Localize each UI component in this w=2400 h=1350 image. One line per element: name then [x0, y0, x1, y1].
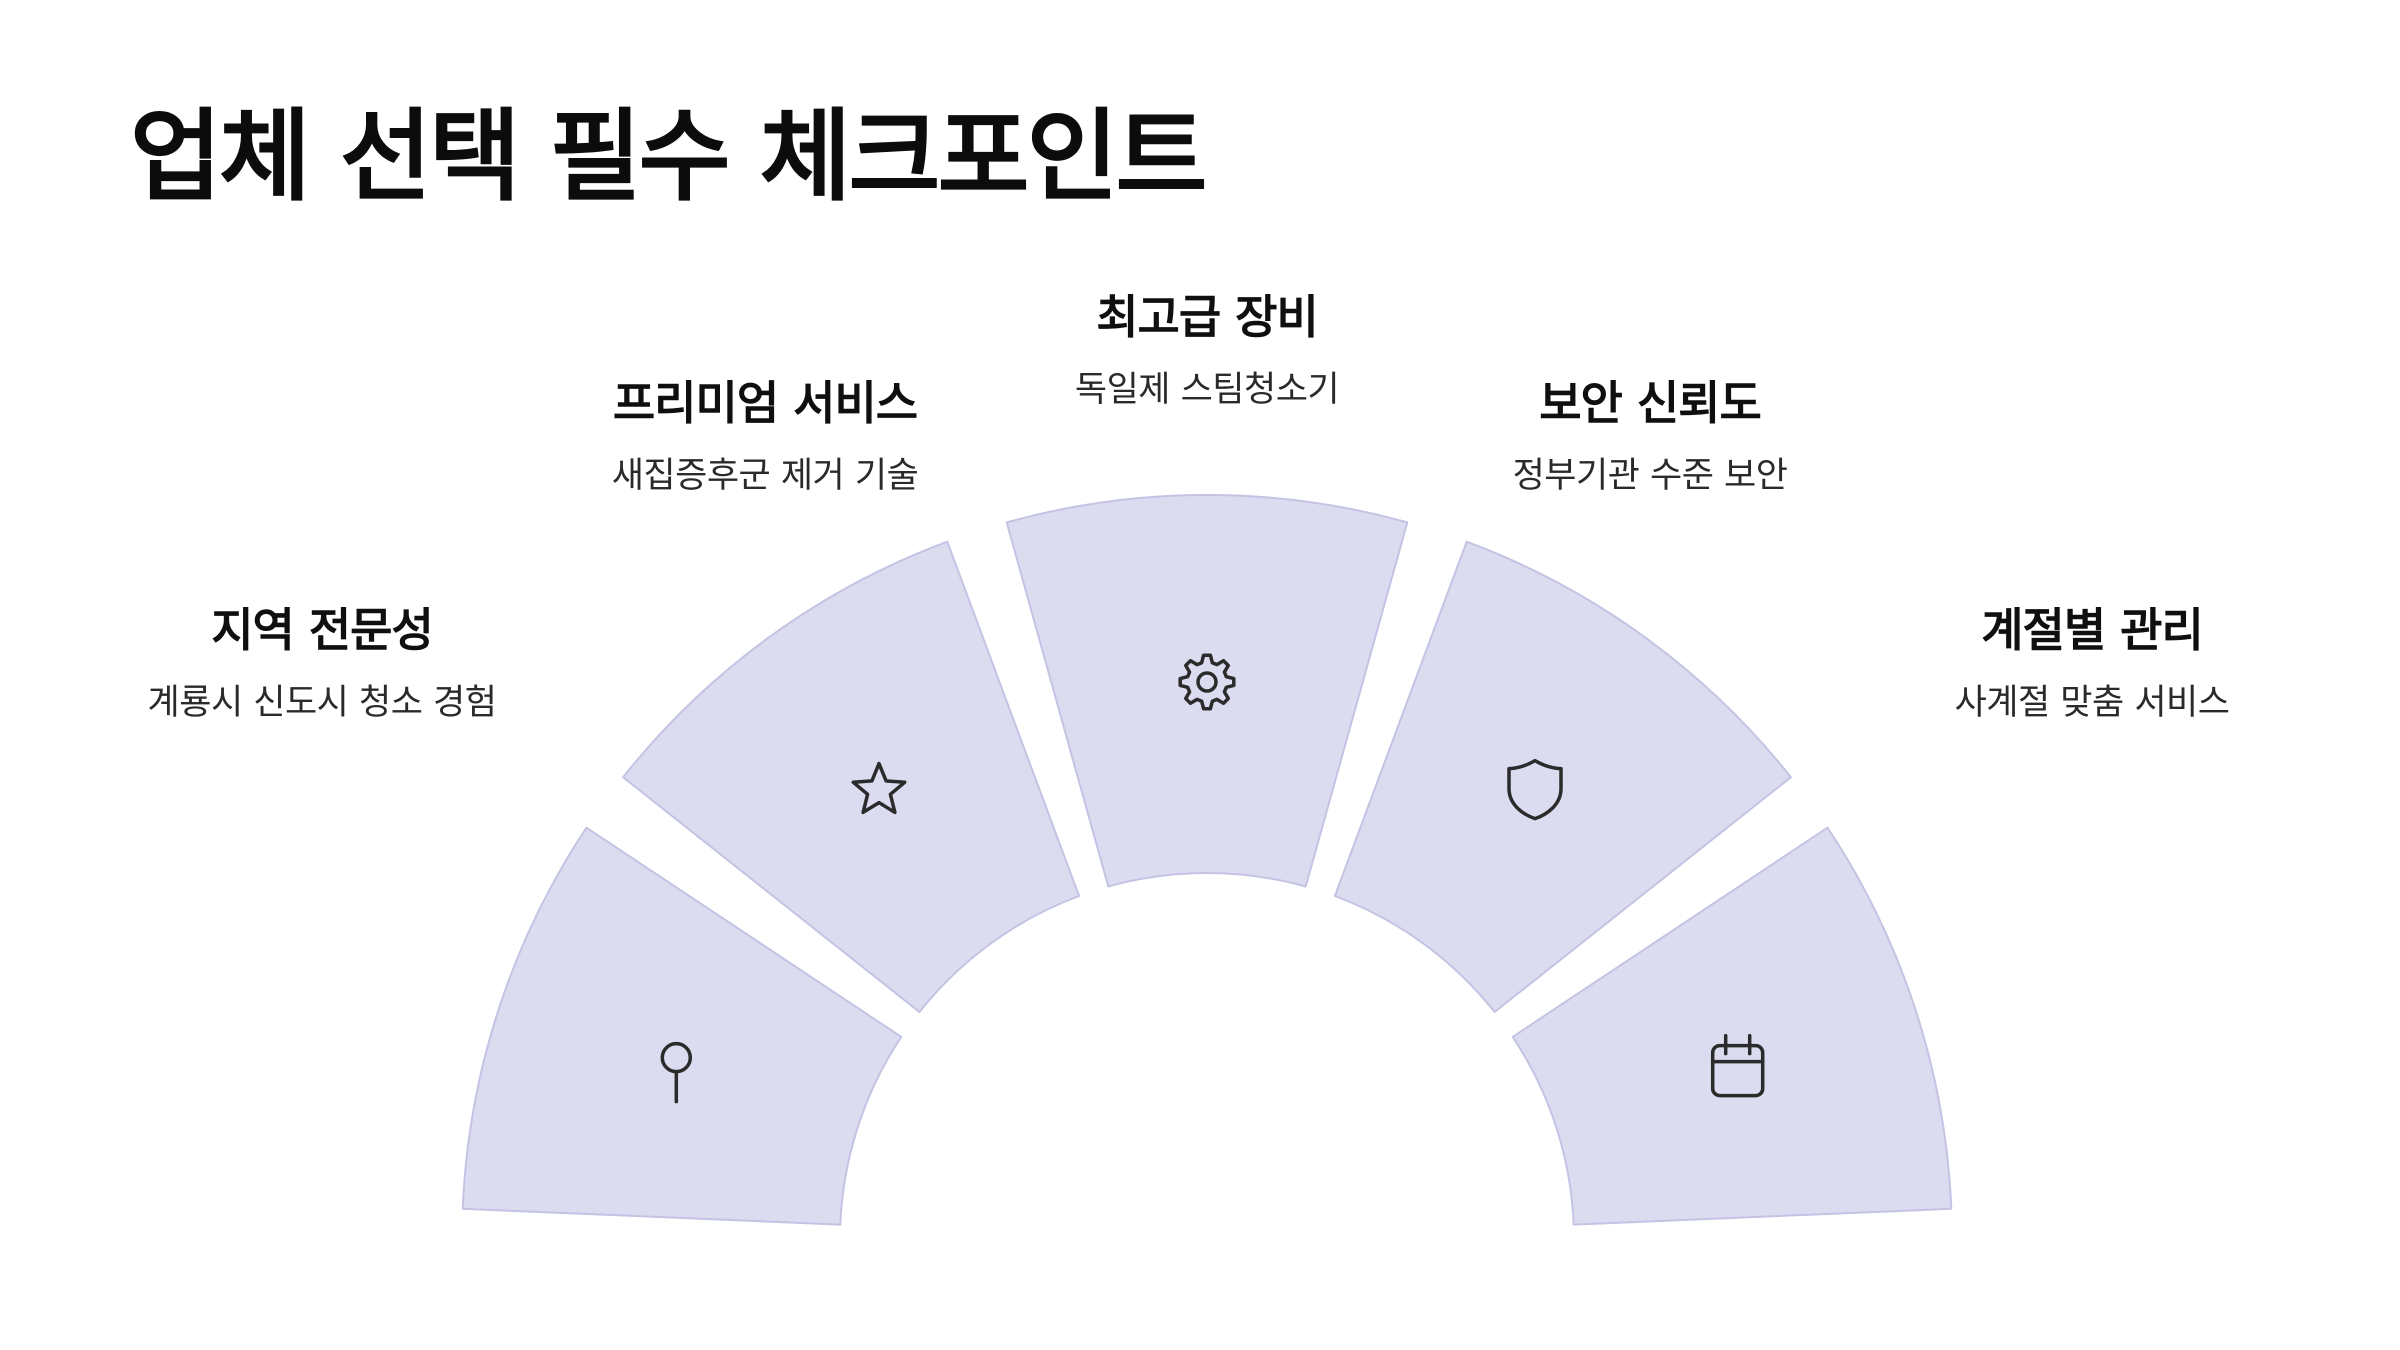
segment-2 [622, 540, 1081, 1013]
item-title: 보안 신뢰도 [1539, 376, 1762, 430]
shield-icon [1507, 758, 1563, 821]
label-item-4: 보안 신뢰도 정부기관 수준 보안 [1390, 377, 1910, 496]
segment-1 [461, 826, 903, 1226]
item-description: 독일제 스팀청소기 [1074, 369, 1340, 410]
item-title: 프리미엄 서비스 [612, 376, 918, 430]
item-description: 새집증후군 제거 기술 [611, 455, 919, 496]
label-item-1: 지역 전문성 계룡시 신도시 청소 경험 [62, 604, 582, 723]
item-description: 사계절 맞춤 서비스 [1954, 682, 2230, 723]
calendar-icon [1710, 1033, 1765, 1098]
segment-4 [1333, 540, 1792, 1013]
label-item-3: 최고급 장비 독일제 스팀청소기 [947, 291, 1467, 410]
star-icon [851, 761, 907, 815]
item-title: 최고급 장비 [1096, 290, 1319, 344]
segment-5 [1511, 826, 1953, 1226]
map-pin-icon [660, 1041, 693, 1104]
item-description: 정부기관 수준 보안 [1512, 455, 1788, 496]
item-description: 계룡시 신도시 청소 경험 [147, 682, 497, 723]
item-title: 지역 전문성 [211, 603, 434, 657]
item-title: 계절별 관리 [1981, 603, 2204, 657]
label-item-2: 프리미엄 서비스 새집증후군 제거 기술 [505, 377, 1025, 496]
label-item-5: 계절별 관리 사계절 맞춤 서비스 [1832, 604, 2352, 723]
gear-icon [1178, 653, 1236, 711]
page-title: 업체 선택 필수 체크포인트 [130, 98, 1207, 215]
